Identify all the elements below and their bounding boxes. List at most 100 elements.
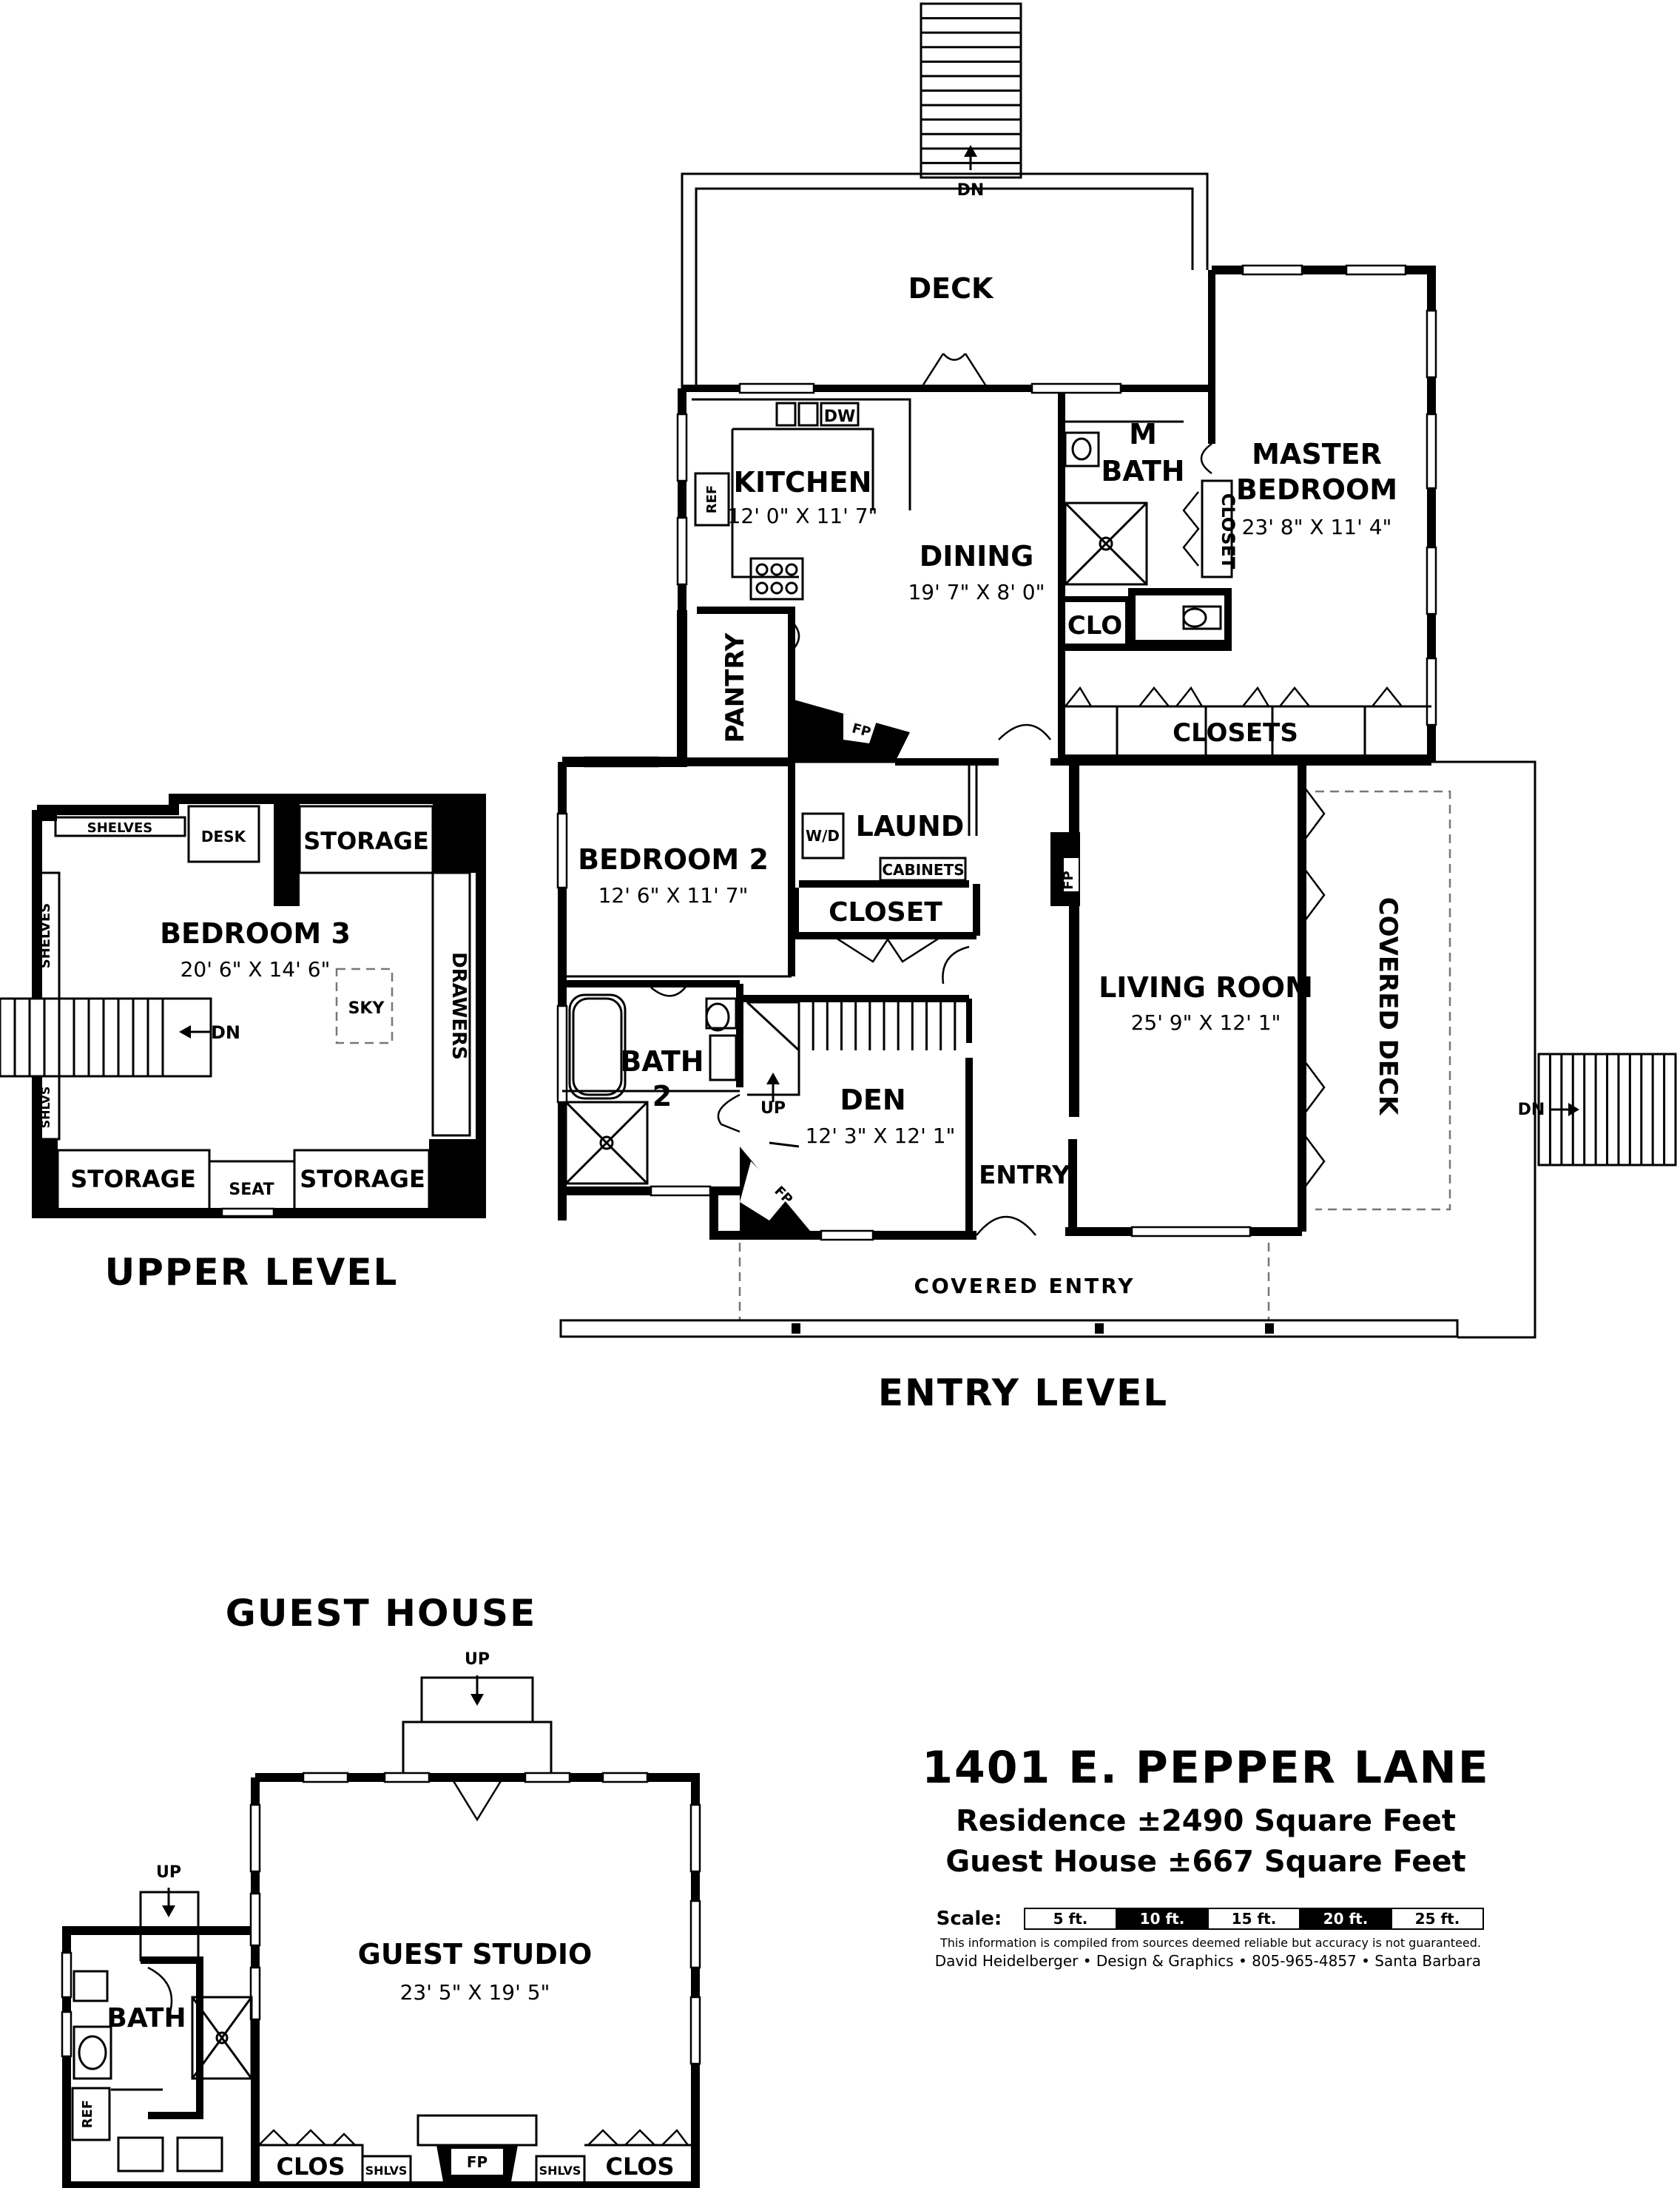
scale-segment [1116, 1908, 1209, 1930]
upper-desk-label: DESK [201, 828, 247, 845]
dining-dims: 19' 7" X 8' 0" [908, 580, 1045, 604]
guest-shlvs-right-label: SHLVS [539, 2164, 581, 2178]
den: UP DEN 12' 3" X 12' 1" FP [740, 995, 973, 1235]
closets-label: CLOSETS [1173, 718, 1298, 748]
upper-drawers-label: DRAWERS [448, 952, 470, 1060]
bath-2: BATH 2 [562, 980, 743, 1185]
master-bedroom: MASTER BEDROOM 23' 8" X 11' 4" [1200, 438, 1397, 539]
hall-closet: CLOSET [792, 884, 980, 963]
master-bath: M BATH CLOSET [1058, 392, 1238, 651]
scale-segment [1207, 1908, 1301, 1930]
pantry-label: PANTRY [721, 632, 750, 743]
scale-mark-label: 10 ft. [1140, 1910, 1185, 1928]
laundry-label: LAUND [856, 810, 965, 843]
bath2-label-2: 2 [652, 1080, 672, 1112]
guest-house-heading: GUEST HOUSE [226, 1592, 536, 1635]
guest-bath-label: BATH [107, 2003, 186, 2033]
disclaimer: This information is compiled from source… [939, 1936, 1481, 1950]
covered-deck-label: COVERED DECK [1373, 897, 1403, 1116]
mbath-closet-label: CLOSET [1218, 493, 1238, 570]
wd-label: W/D [806, 827, 840, 845]
scale-segment [1391, 1908, 1484, 1930]
guest-clos-left-label: CLOS [277, 2152, 345, 2181]
scale-segment [1024, 1908, 1117, 1930]
deck-label: DECK [908, 272, 994, 305]
upper-shelves-side-label: SHELVES [38, 903, 53, 969]
entry-level-plan: DN DECK [556, 2, 1677, 1414]
mbath-label-2: BATH [1101, 455, 1184, 487]
guest-left-up-label: UP [156, 1863, 181, 1882]
guest-fp-label: FP [467, 2153, 488, 2171]
upper-storage-bl-label: STORAGE [70, 1165, 196, 1193]
living-fp-label: FP [1061, 871, 1076, 890]
right-stairs: DN [1518, 1053, 1677, 1166]
covered-deck: COVERED DECK [1298, 760, 1536, 1339]
kitchen: DW REF KITCHEN 12' 0" X 11' 7" [692, 398, 911, 601]
bedroom3-label: BEDROOM 3 [160, 917, 351, 950]
master-label-1: MASTER [1252, 438, 1382, 470]
kitchen-label: KITCHEN [734, 466, 872, 499]
den-label: DEN [840, 1084, 905, 1116]
covered-entry: COVERED ENTRY [559, 1243, 1459, 1338]
entry-label: ENTRY [979, 1161, 1070, 1190]
upper-shelves-top-label: SHELVES [87, 820, 153, 836]
den-dims: 12' 3" X 12' 1" [806, 1124, 956, 1148]
deck-outline [681, 172, 1209, 388]
bath2-label-1: BATH [620, 1045, 704, 1078]
title-block: 1401 E. PEPPER LANE Residence ±2490 Squa… [922, 1742, 1489, 1970]
upper-storage-top-label: STORAGE [303, 827, 429, 855]
guest-clos-right-label: CLOS [606, 2152, 675, 2181]
dining-fireplace: FP [792, 699, 910, 762]
bedroom2-dims: 12' 6" X 11' 7" [598, 883, 749, 908]
pantry: PANTRY [697, 607, 800, 758]
closets-row: CLOSETS [1058, 647, 1431, 762]
guest-shlvs-left-label: SHLVS [365, 2164, 408, 2178]
bedroom-2: BEDROOM 2 12' 6" X 11' 7" [562, 757, 795, 978]
guest-sqft: Guest House ±667 Square Feet [945, 1845, 1465, 1879]
scale-mark-label: 5 ft. [1053, 1910, 1088, 1928]
scale-label: Scale: [937, 1908, 1002, 1930]
upper-seat-label: SEAT [229, 1181, 274, 1199]
bedroom2-label: BEDROOM 2 [578, 843, 769, 876]
cabinets-label: CABINETS [882, 861, 964, 879]
kitchen-dims: 12' 0" X 11' 7" [728, 504, 878, 528]
scale-mark-label: 15 ft. [1232, 1910, 1277, 1928]
master-label-2: BEDROOM [1236, 473, 1397, 506]
address-title: 1401 E. PEPPER LANE [922, 1742, 1489, 1794]
guest-ref-label: REF [80, 2100, 95, 2128]
sky-label: SKY [348, 999, 385, 1018]
den-up-label: UP [760, 1099, 786, 1118]
covered-entry-label: COVERED ENTRY [914, 1274, 1135, 1298]
upper-shlvs-label: SHLVS [38, 1087, 53, 1129]
upper-level-heading: UPPER LEVEL [105, 1251, 399, 1294]
guest-studio-label: GUEST STUDIO [358, 1938, 593, 1971]
guest-studio-dims: 23' 5" X 19' 5" [400, 1980, 550, 2005]
dining-label: DINING [920, 540, 1034, 573]
scale-segment [1299, 1908, 1392, 1930]
bedroom3-dims: 20' 6" X 14' 6" [181, 957, 331, 982]
master-dims: 23' 8" X 11' 4" [1242, 515, 1392, 539]
upper-stairs-dn-label: DN [211, 1022, 240, 1043]
living-room: FP LIVING ROOM 25' 9" X 12' 1" [1050, 762, 1313, 1235]
kitchen-ref-label: REF [704, 485, 720, 513]
right-stairs-dn-label: DN [1518, 1101, 1545, 1119]
scale-bar: Scale: 5 ft. 10 ft. 15 ft. 20 ft. 25 ft. [937, 1908, 1484, 1930]
designer-credit: David Heidelberger • Design & Graphics •… [935, 1952, 1481, 1970]
entry: ENTRY [942, 945, 1070, 1236]
dw-label: DW [824, 408, 856, 426]
living-dims: 25' 9" X 12' 1" [1131, 1010, 1281, 1035]
guest-top-up-label: UP [465, 1650, 490, 1669]
rear-stairs-dn-label: DN [957, 181, 985, 200]
small-closet: CLO [1059, 596, 1131, 650]
residence-sqft: Residence ±2490 Square Feet [956, 1804, 1456, 1838]
clo-label: CLO [1067, 611, 1122, 641]
upper-storage-br-label: STORAGE [300, 1165, 425, 1193]
scale-mark-label: 20 ft. [1323, 1910, 1369, 1928]
scale-mark-label: 25 ft. [1415, 1910, 1460, 1928]
upper-level-plan: SHELVES DESK STORAGE SHELVES DRAWERS BED… [0, 794, 486, 1294]
closet-label: CLOSET [829, 897, 942, 928]
laundry: W/D CABINETS LAUND [792, 760, 978, 888]
dining: DINING 19' 7" X 8' 0" [908, 540, 1045, 604]
entry-level-heading: ENTRY LEVEL [878, 1371, 1168, 1414]
